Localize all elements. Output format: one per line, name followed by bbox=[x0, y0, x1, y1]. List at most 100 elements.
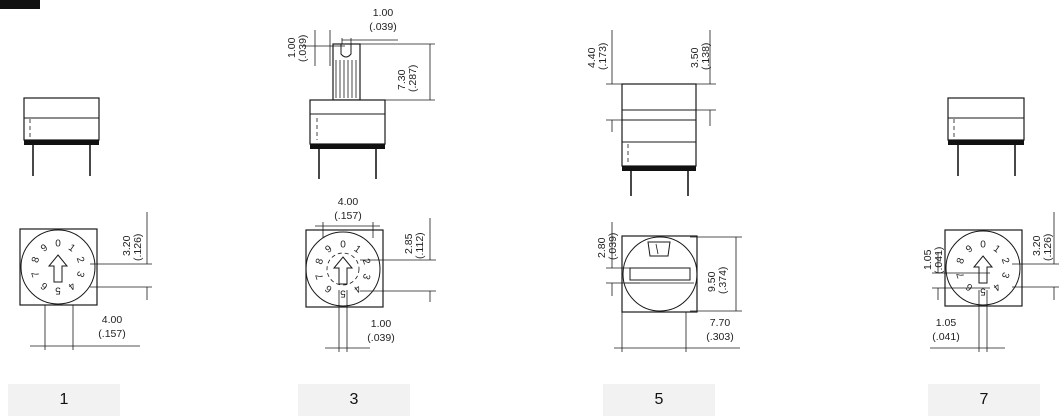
dial-digit: 4 bbox=[66, 280, 77, 292]
variant-number: 3 bbox=[349, 391, 359, 408]
dial-digit: 9 bbox=[323, 243, 334, 255]
dial-digit: 3 bbox=[999, 271, 1011, 280]
dial-digit: 7 bbox=[314, 272, 326, 281]
dial-digit: 7 bbox=[955, 270, 967, 279]
dial-digit: 2 bbox=[999, 257, 1011, 266]
shaft bbox=[332, 43, 361, 101]
dim-width-mm: 4.00 bbox=[102, 314, 123, 326]
variant-5-top-view: 2.80 (.039) 9.50 (.374) 7.70 (.303) bbox=[596, 222, 742, 352]
dial-ring bbox=[622, 236, 698, 312]
shaft-slot bbox=[340, 44, 352, 58]
dim-slot-mm: 1.05 bbox=[936, 317, 957, 329]
arrow-indicator bbox=[332, 256, 354, 285]
dim-shaft-in: (.287) bbox=[407, 65, 419, 92]
variant-label-7: 7 bbox=[928, 384, 1040, 416]
dial-digit: 4 bbox=[991, 281, 1002, 293]
dial-digit: 0 bbox=[980, 240, 986, 251]
arrow-indicator bbox=[972, 255, 994, 284]
variant-1-side-view bbox=[23, 97, 100, 176]
dial-digit: 6 bbox=[39, 279, 50, 291]
dial-ring bbox=[305, 231, 381, 307]
dial-digit: 6 bbox=[964, 280, 975, 292]
dial-digit: 2 bbox=[360, 257, 372, 266]
dial-digit: 5 bbox=[55, 285, 61, 296]
switch-body bbox=[23, 97, 100, 141]
dim-slot-mm: 1.00 bbox=[371, 318, 392, 330]
dial-digit: 8 bbox=[314, 257, 326, 266]
dial-digit: 6 bbox=[323, 282, 334, 294]
dim-side-left-in: (.173) bbox=[597, 43, 609, 70]
switch-body bbox=[947, 97, 1025, 141]
switch-base bbox=[310, 144, 385, 149]
variant-7-side-view bbox=[947, 97, 1025, 176]
dim-side-right-in: (.138) bbox=[700, 43, 712, 70]
dial-digit: 3 bbox=[74, 270, 86, 279]
dial-digit: 1 bbox=[991, 243, 1002, 255]
dim-width-mm: 4.00 bbox=[338, 196, 359, 208]
dim-height-in: (.374) bbox=[717, 267, 729, 294]
dim-height-mm: 9.50 bbox=[706, 271, 718, 292]
arrow-indicator bbox=[47, 254, 69, 283]
corner-mark bbox=[0, 0, 40, 9]
dial-notch bbox=[647, 241, 671, 257]
dim-left-mm: 1.00 bbox=[286, 37, 298, 58]
dim-offset-in: (.041) bbox=[933, 247, 945, 274]
dial-digit: 5 bbox=[340, 288, 346, 299]
variant-number: 5 bbox=[654, 391, 664, 408]
dim-slot-mm: 2.80 bbox=[596, 237, 608, 258]
dim-height-in: (.126) bbox=[132, 234, 144, 261]
dim-width-in: (.157) bbox=[98, 328, 125, 340]
dim-height-mm: 2.85 bbox=[403, 233, 415, 254]
switch-base bbox=[24, 140, 99, 145]
dial-ring bbox=[20, 229, 96, 305]
dim-height-in: (.126) bbox=[1042, 234, 1054, 261]
dim-height-mm: 3.20 bbox=[121, 235, 133, 256]
variant-label-3: 3 bbox=[298, 384, 410, 416]
dim-slot-in: (.041) bbox=[932, 331, 959, 343]
dial-digit: 1 bbox=[66, 242, 77, 254]
switch-base bbox=[622, 166, 696, 171]
variant-5-side-view: 4.40 (.173) 3.50 (.138) bbox=[586, 30, 716, 196]
dial-digit: 3 bbox=[360, 272, 372, 281]
switch-body bbox=[621, 83, 697, 167]
dial-ring bbox=[945, 230, 1021, 306]
dim-side-left-mm: 4.40 bbox=[586, 47, 598, 68]
dim-width-in: (.157) bbox=[334, 210, 361, 222]
dim-shaft-mm: 7.30 bbox=[396, 69, 408, 90]
variant-label-1: 1 bbox=[8, 384, 120, 416]
dial-digit: 2 bbox=[74, 256, 86, 265]
switch-housing bbox=[944, 229, 1023, 307]
switch-base bbox=[948, 140, 1024, 145]
dim-top-mm: 1.00 bbox=[373, 7, 394, 19]
dial-digit: 4 bbox=[351, 282, 362, 294]
dim-side-right-mm: 3.50 bbox=[689, 47, 701, 68]
dial-digit: 7 bbox=[30, 269, 42, 278]
dim-slot-in: (.039) bbox=[607, 233, 619, 260]
dim-offset-mm: 1.05 bbox=[922, 249, 934, 270]
dim-width-mm: 7.70 bbox=[710, 317, 731, 329]
dial-digit: 8 bbox=[30, 255, 42, 264]
variant-number: 1 bbox=[59, 391, 69, 408]
dim-width-in: (.303) bbox=[706, 331, 733, 343]
dial-digit: 9 bbox=[39, 242, 50, 254]
variant-3-side-view: 1.00 (.039) 1.00 (.039) 7.30 (.287) bbox=[286, 7, 435, 179]
dim-height-mm: 3.20 bbox=[1031, 235, 1043, 256]
dial-slot bbox=[629, 267, 691, 281]
dial-digit: 9 bbox=[964, 243, 975, 255]
switch-housing bbox=[19, 228, 98, 306]
dial-shaft-circle bbox=[326, 252, 360, 286]
variant-number: 7 bbox=[979, 391, 989, 408]
dim-height-in: (.112) bbox=[414, 232, 426, 259]
dial-digit: 8 bbox=[955, 256, 967, 265]
dim-top-in: (.039) bbox=[369, 21, 396, 33]
variant-label-5: 5 bbox=[603, 384, 715, 416]
dial-digit: 0 bbox=[340, 240, 346, 251]
